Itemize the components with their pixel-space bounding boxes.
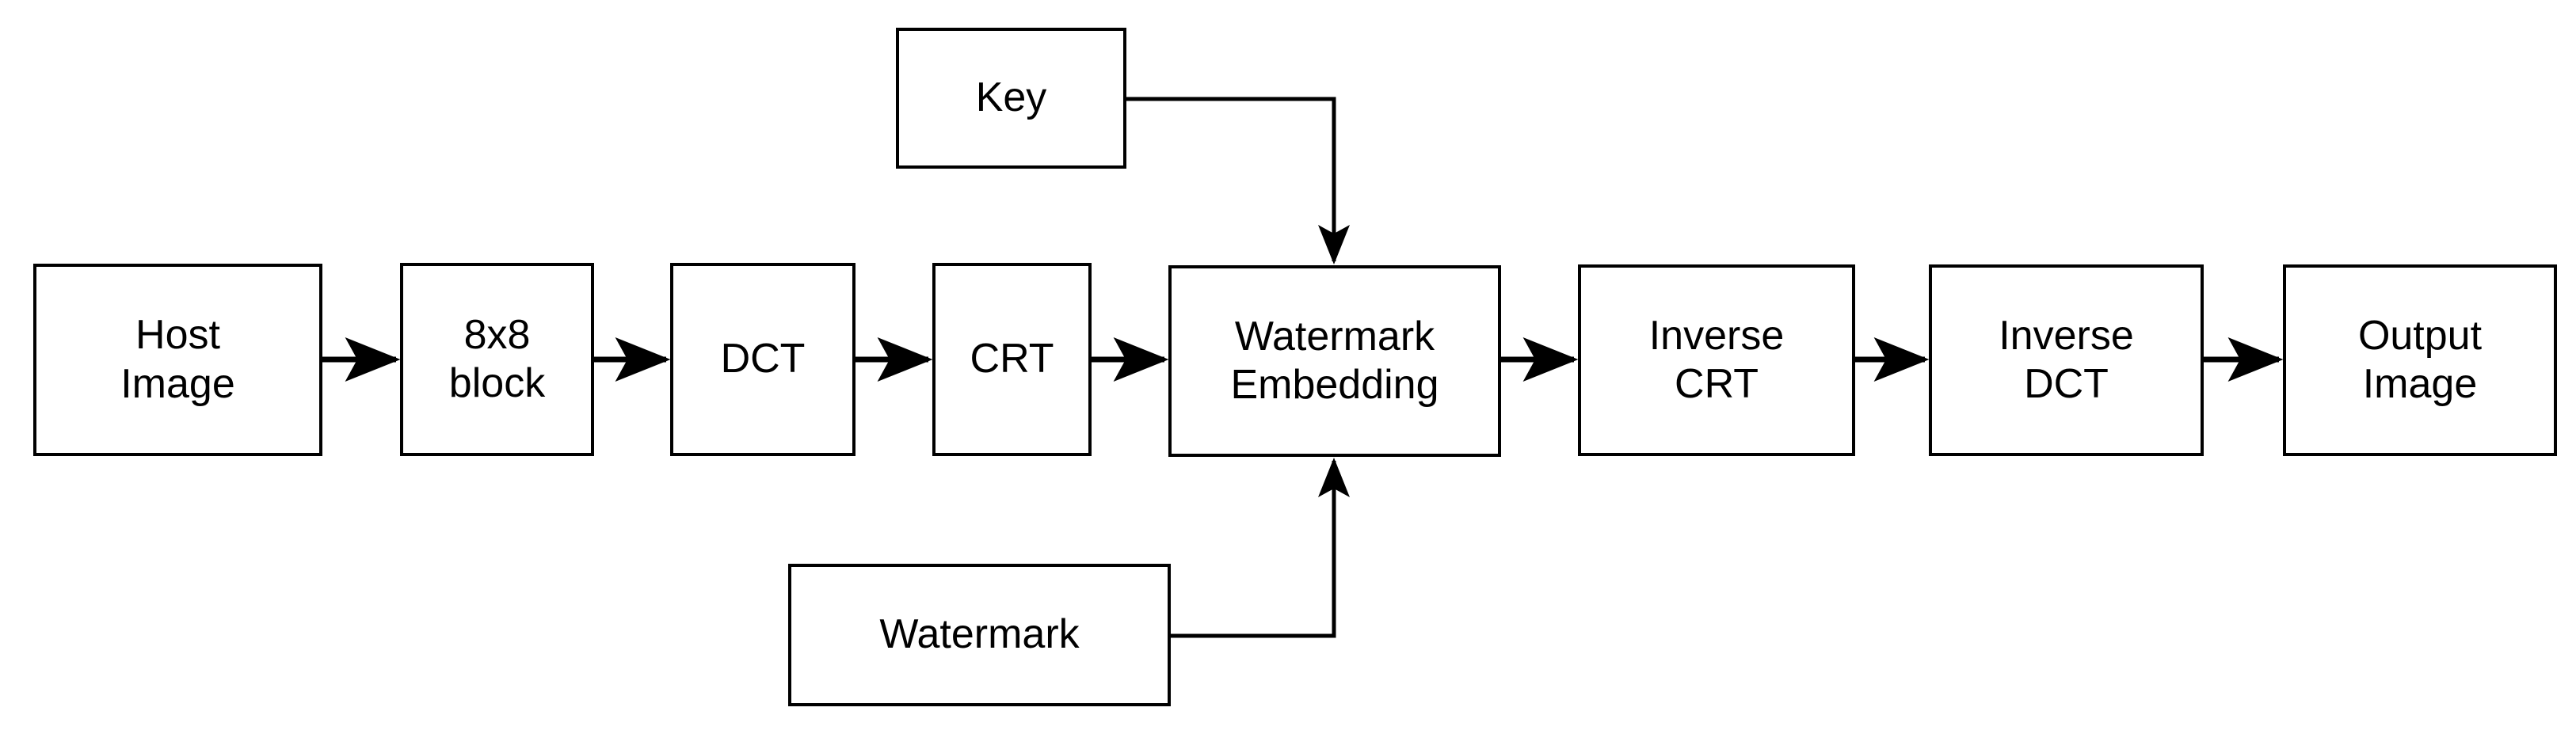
node-inverse-dct[interactable]: Inverse DCT: [1929, 264, 2204, 456]
node-inverse-crt-label: Inverse CRT: [1648, 312, 1785, 407]
node-watermark[interactable]: Watermark: [788, 564, 1171, 706]
node-key[interactable]: Key: [896, 28, 1126, 169]
node-watermark-label: Watermark: [879, 611, 1080, 658]
node-host-image-label: Host Image: [120, 312, 235, 407]
node-inverse-crt[interactable]: Inverse CRT: [1578, 264, 1855, 456]
node-watermark-embedding[interactable]: Watermark Embedding: [1168, 265, 1501, 457]
node-key-label: Key: [975, 74, 1047, 121]
node-output-image[interactable]: Output Image: [2283, 264, 2557, 456]
node-crt-label: CRT: [970, 336, 1054, 382]
node-8x8-block[interactable]: 8x8 block: [400, 263, 594, 456]
node-crt[interactable]: CRT: [932, 263, 1092, 456]
node-inverse-dct-label: Inverse DCT: [1999, 312, 2134, 407]
node-watermark-embedding-label: Watermark Embedding: [1230, 313, 1439, 408]
node-dct[interactable]: DCT: [670, 263, 855, 456]
node-dct-label: DCT: [720, 336, 806, 382]
node-8x8-block-label: 8x8 block: [448, 311, 546, 406]
edge-watermark-to-watermark-embedding: [1171, 457, 1350, 638]
node-output-image-label: Output Image: [2357, 312, 2483, 407]
node-host-image[interactable]: Host Image: [33, 264, 322, 456]
edge-key-to-watermark-embedding: [1126, 97, 1350, 265]
